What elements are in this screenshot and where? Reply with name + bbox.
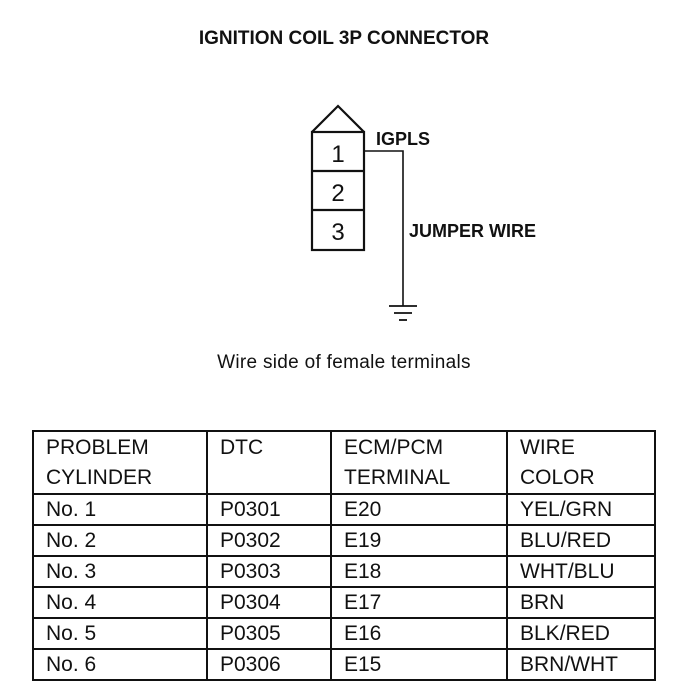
diagram-caption: Wire side of female terminals [217, 352, 471, 373]
cylinder-cell: No. 5 [32, 617, 208, 650]
igpls-label: IGPLS [376, 129, 430, 149]
terminal-2-number: 2 [331, 180, 344, 207]
terminal-cell: E15 [330, 648, 508, 681]
wire-color-cell: BRN/WHT [506, 648, 656, 681]
dtc-cell: P0304 [206, 586, 332, 619]
header-problem-cylinder: PROBLEM CYLINDER [32, 430, 208, 495]
table-row: No. 2 P0302 E19 BLU/RED [32, 524, 656, 557]
table-header-row: PROBLEM CYLINDER DTC ECM/PCM TERMINAL WI… [32, 430, 656, 495]
dtc-cell: P0301 [206, 493, 332, 526]
dtc-cell: P0305 [206, 617, 332, 650]
dtc-cell: P0306 [206, 648, 332, 681]
terminal-cell: E19 [330, 524, 508, 557]
terminal-cell: E20 [330, 493, 508, 526]
terminal-3-number: 3 [331, 219, 344, 246]
wire-color-cell: WHT/BLU [506, 555, 656, 588]
cylinder-cell: No. 2 [32, 524, 208, 557]
jumper-wire-label: JUMPER WIRE [409, 221, 536, 241]
table-row: No. 3 P0303 E18 WHT/BLU [32, 555, 656, 588]
wire-color-cell: BRN [506, 586, 656, 619]
misfire-dtc-table: PROBLEM CYLINDER DTC ECM/PCM TERMINAL WI… [32, 430, 656, 681]
cylinder-cell: No. 4 [32, 586, 208, 619]
wire-color-cell: BLU/RED [506, 524, 656, 557]
terminal-cell: E17 [330, 586, 508, 619]
table-row: No. 1 P0301 E20 YEL/GRN [32, 493, 656, 526]
header-dtc: DTC [206, 430, 332, 495]
dtc-cell: P0302 [206, 524, 332, 557]
terminal-cell: E18 [330, 555, 508, 588]
connector-housing [310, 104, 366, 252]
cylinder-cell: No. 6 [32, 648, 208, 681]
header-wire-color: WIRE COLOR [506, 430, 656, 495]
table-row: No. 4 P0304 E17 BRN [32, 586, 656, 619]
header-ecm-pcm-terminal: ECM/PCM TERMINAL [330, 430, 508, 495]
table-row: No. 6 P0306 E15 BRN/WHT [32, 648, 656, 681]
diagram-title: IGNITION COIL 3P CONNECTOR [198, 28, 490, 49]
terminal-1-number: 1 [331, 141, 344, 168]
dtc-cell: P0303 [206, 555, 332, 588]
wire-color-cell: YEL/GRN [506, 493, 656, 526]
connector-key-tab [311, 104, 365, 133]
cylinder-cell: No. 1 [32, 493, 208, 526]
table-row: No. 5 P0305 E16 BLK/RED [32, 617, 656, 650]
jumper-wire [364, 150, 404, 306]
terminal-cell: E16 [330, 617, 508, 650]
cylinder-cell: No. 3 [32, 555, 208, 588]
wire-color-cell: BLK/RED [506, 617, 656, 650]
ground-icon [389, 305, 417, 321]
connector-diagram: 1 2 3 IGPLS JUMPER WIRE [310, 104, 536, 321]
connector-body [310, 130, 366, 252]
